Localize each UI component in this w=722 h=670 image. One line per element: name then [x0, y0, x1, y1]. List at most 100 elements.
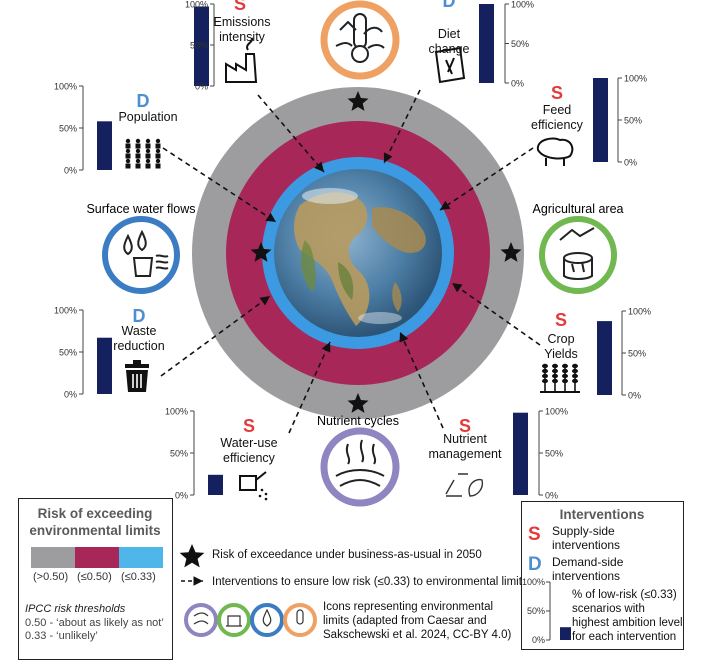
limit-circle-agricultural-area	[539, 216, 617, 294]
tick-label: 0%	[175, 491, 188, 501]
bar-nutrient-mgmt	[513, 412, 528, 495]
star-left	[250, 242, 272, 262]
ipcc-title: IPCC risk thresholds	[25, 603, 126, 615]
ipcc-line-2: 0.33 - ‘unlikely’	[25, 630, 98, 642]
legend-icons-text-2: limits (adapted from Caesar and	[323, 615, 487, 627]
legend-star-text: Risk of exceedance under business-as-usu…	[212, 549, 482, 561]
risk-legend-title: Risk of exceeding environmental limits	[29, 506, 161, 538]
risk-legend: Risk of exceeding environmental limits (…	[18, 498, 173, 660]
arrow-feed	[439, 147, 534, 211]
swatch-label-blue: (≤0.33)	[121, 571, 156, 583]
power-plant-icon	[225, 37, 258, 83]
bar-text-4: for each intervention	[572, 631, 677, 643]
intervention-label: Feed	[543, 103, 572, 117]
tick-label: 50%	[59, 348, 77, 358]
tick-label: 100%	[185, 0, 208, 10]
tick-label: 50%	[170, 449, 188, 459]
limit-circle-nutrient-cycles	[320, 427, 400, 507]
bar-text-3: highest ambition level	[572, 617, 683, 629]
arrow-population	[162, 147, 277, 223]
star-right	[500, 242, 522, 262]
intervention-label: intensity	[219, 30, 266, 44]
tick-label: 0%	[545, 491, 558, 501]
demand-letter: D	[528, 554, 542, 575]
sheep-icon	[536, 137, 574, 166]
interventions-legend: Interventions S Supply-side intervention…	[521, 501, 684, 650]
star-top	[347, 91, 369, 111]
tick-label: 100%	[628, 307, 651, 317]
intervention-type-letter: D	[443, 0, 456, 11]
limit-circle-surface-water	[102, 216, 180, 294]
limit-circle-top	[320, 0, 400, 80]
people-icon	[125, 138, 161, 169]
tick-label: 50%	[624, 116, 642, 126]
bar-text-2: scenarios with	[572, 603, 645, 615]
bar-text-1: % of low-risk (≤0.33)	[572, 589, 677, 601]
bar-waste	[97, 337, 112, 394]
tick-label: 50%	[511, 39, 529, 49]
arrow-diet	[383, 89, 421, 164]
intervention-label: Emissions	[214, 15, 271, 29]
wheat-icon	[540, 363, 580, 393]
tick-label: 100%	[545, 407, 568, 417]
swatch-label-red: (≤0.50)	[77, 571, 112, 583]
intervention-label: Nutrient	[443, 432, 487, 446]
star-bottom	[347, 393, 369, 413]
tick-label: 50%	[628, 349, 646, 359]
tick-label: 50%	[59, 124, 77, 134]
swatch-red	[75, 547, 119, 568]
legend-icons-text-3: Sakschewski et al. 2024, CC-BY 4.0)	[323, 629, 512, 641]
tick-label: 100%	[624, 74, 647, 84]
menu-icon	[434, 46, 466, 84]
supply-text-2: interventions	[552, 538, 621, 552]
limit-label-surface-water: Surface water flows	[86, 202, 195, 216]
legend-arrow-text: Interventions to ensure low risk (≤0.33)…	[212, 576, 528, 588]
water-drop-icon	[123, 229, 169, 277]
tick-label: 0%	[64, 390, 77, 400]
trash-can-icon	[125, 360, 149, 392]
intervention-label: efficiency	[223, 451, 276, 465]
tick-label: 50%	[190, 41, 208, 51]
intervention-label: efficiency	[531, 118, 584, 132]
thermometer-farm-icon	[335, 13, 385, 63]
earth-globe-icon	[274, 169, 442, 337]
supply-letter: S	[528, 524, 541, 545]
arrow-waste	[160, 295, 271, 377]
arrow-emissions	[257, 94, 325, 173]
intervention-type-letter: D	[133, 306, 146, 326]
intervention-label: Crop	[547, 332, 574, 346]
intervention-arrows	[160, 89, 541, 434]
intervention-type-letter: D	[137, 91, 150, 111]
tick-label: 0%	[628, 391, 641, 401]
intervention-label: Diet	[438, 27, 461, 41]
supply-text-1: Supply-side	[552, 524, 615, 538]
arrow-water-use	[288, 341, 331, 434]
bar-feed	[593, 78, 608, 162]
tick-label: 100%	[511, 0, 534, 10]
intervention-label: Water-use	[220, 436, 277, 450]
ipcc-line-1: 0.50 - ‘about as likely as not’	[25, 617, 164, 629]
swatch-blue	[119, 547, 163, 568]
recycle-leaf-icon	[445, 473, 484, 497]
legend-icons-text-1: Icons representing environmental	[323, 601, 494, 613]
tick-label: 100%	[54, 82, 77, 92]
nutrient-plant-icon	[335, 439, 385, 487]
intervention-label: management	[429, 447, 502, 461]
bar-crop	[597, 321, 612, 395]
tick-label: 50%	[545, 449, 563, 459]
intervention-type-letter: S	[243, 416, 255, 436]
swatch-label-gray: (>0.50)	[33, 571, 69, 583]
tree-stump-icon	[559, 227, 595, 280]
limit-label-nutrient-cycles: Nutrient cycles	[317, 414, 399, 428]
tick-label: 100%	[165, 407, 188, 417]
tick-label: 0%	[511, 79, 524, 89]
intervention-type-letter: S	[234, 0, 246, 14]
